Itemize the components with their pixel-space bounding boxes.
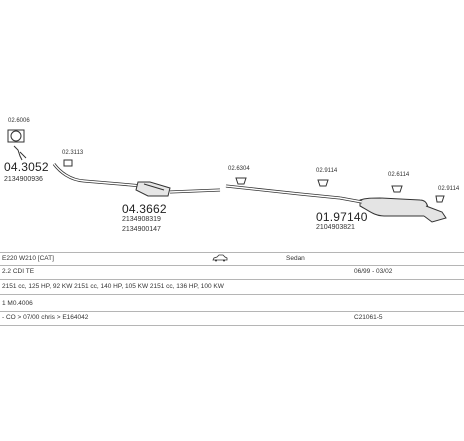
tail-pipe <box>423 205 447 223</box>
clamp-label: 02.9114 <box>438 186 460 192</box>
sedan-car-icon <box>212 254 228 264</box>
oem-number: 2134900147 <box>122 226 161 233</box>
clamp-icon <box>63 159 73 167</box>
clamp-label: 02.6006 <box>8 118 30 124</box>
hanger-icon <box>391 185 403 193</box>
clamp-label: 02.9114 <box>316 168 338 174</box>
oem-number: 2134900936 <box>4 176 43 183</box>
oem-number: 2104903821 <box>316 224 355 231</box>
part-number: 04.3052 <box>4 160 49 174</box>
catalyst-note: - CO > 07/00 chris > E164042 <box>2 314 89 321</box>
oem-number: 2134908319 <box>122 216 161 223</box>
engine-specs: 2151 cc, 125 HP, 92 KW 2151 cc, 140 HP, … <box>2 283 224 290</box>
part-number: 04.3662 <box>122 202 167 216</box>
clamp-label: 02.6114 <box>388 172 410 178</box>
clamp-label: 02.6304 <box>228 166 250 172</box>
vehicle-model: E220 W210 [CAT] <box>2 255 54 262</box>
engine: 2.2 CDI TE <box>2 268 35 275</box>
front-pipe <box>13 145 23 161</box>
reference-code: C21061-5 <box>354 314 383 321</box>
body-type: Sedan <box>286 255 305 262</box>
hanger-icon <box>435 195 445 203</box>
clamp-label: 02.3113 <box>62 150 84 156</box>
catalytic-converter <box>135 181 171 197</box>
model-row: E220 W210 [CAT] Sedan <box>0 254 464 265</box>
note-row: - CO > 07/00 chris > E164042 C21061-5 <box>0 314 464 324</box>
production-years: 06/99 - 03/02 <box>354 268 393 275</box>
hanger-icon <box>235 177 247 185</box>
engine-code: 1 M0.4006 <box>2 300 33 307</box>
engine-row: 2.2 CDI TE 06/99 - 03/02 <box>0 268 464 278</box>
rear-silencer <box>359 197 429 217</box>
spec-row: 2151 cc, 125 HP, 92 KW 2151 cc, 140 HP, … <box>0 283 464 293</box>
part-number: 01.97140 <box>316 210 368 224</box>
clamp-icon <box>10 130 22 142</box>
exhaust-system-diagram <box>7 129 447 223</box>
hanger-icon <box>317 179 329 187</box>
code-row: 1 M0.4006 <box>0 300 464 310</box>
